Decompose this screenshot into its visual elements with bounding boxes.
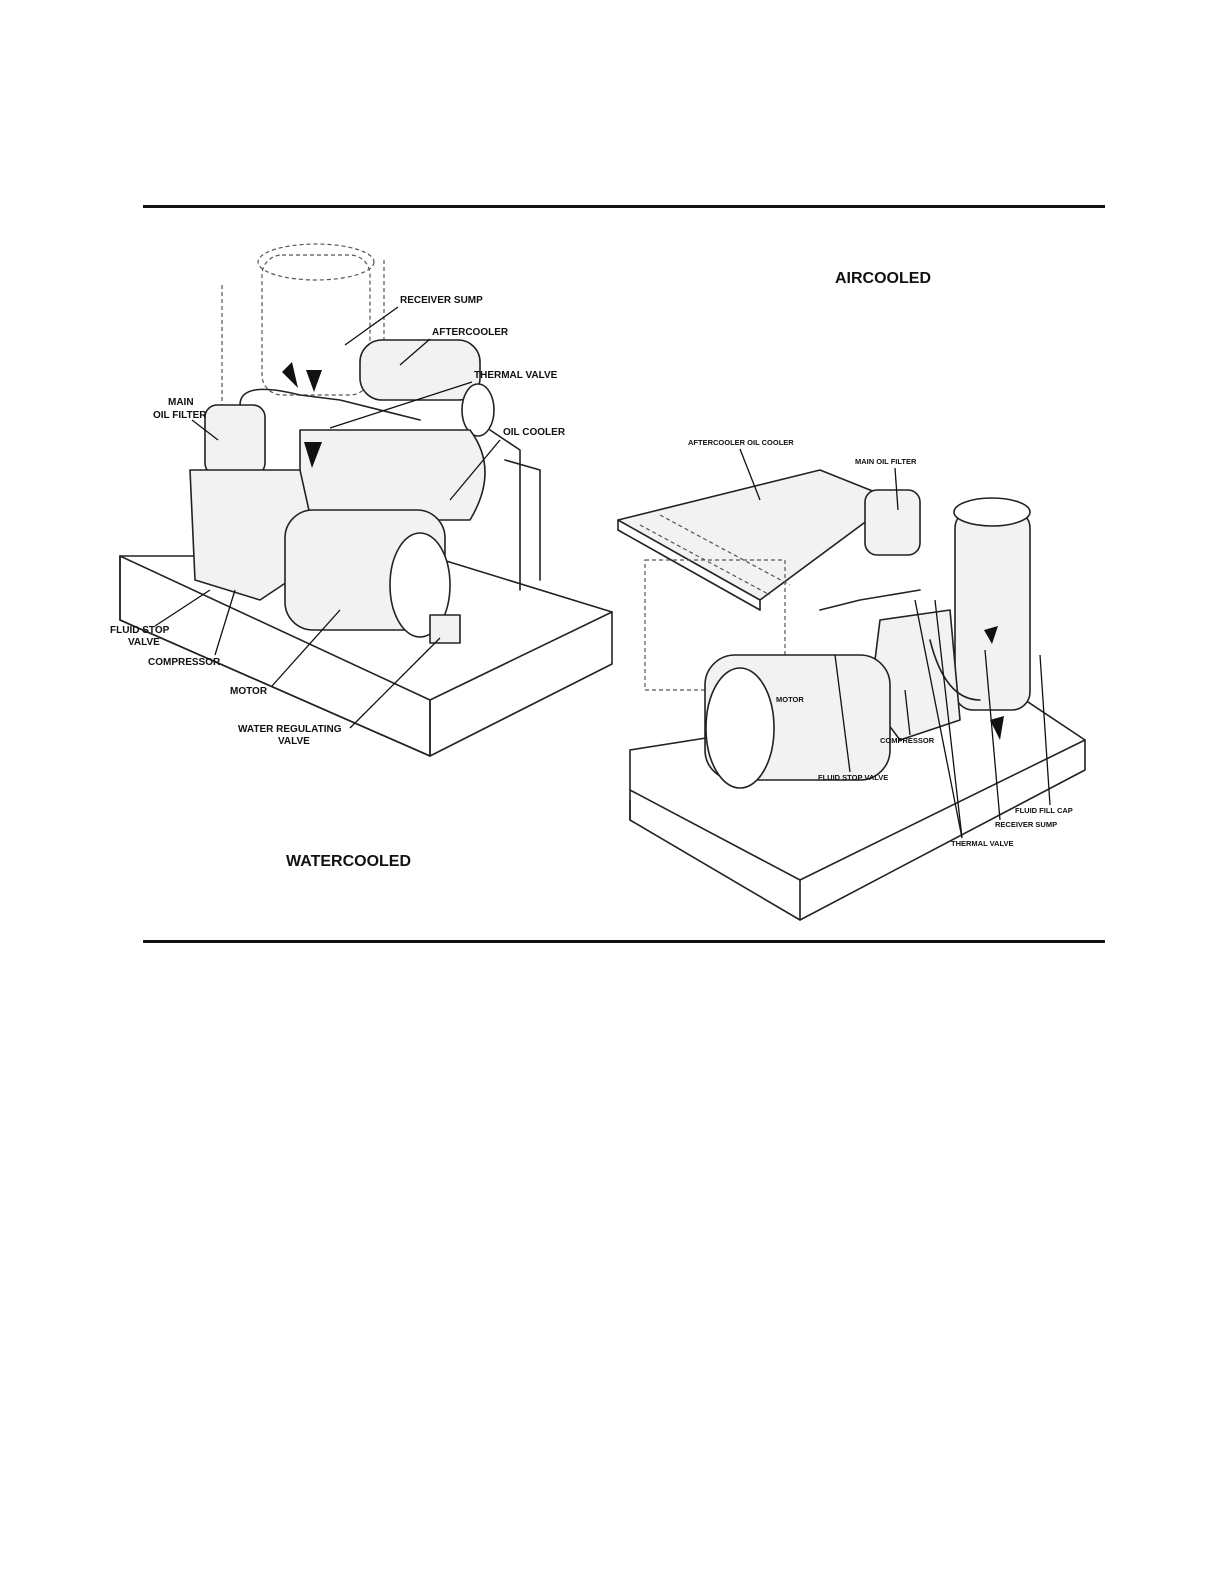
ac-label-fluid-stop-valve: FLUID STOP VALVE — [818, 773, 888, 782]
ac-label-aftercooler-oil-cooler: AFTERCOOLER OIL COOLER — [688, 438, 794, 447]
aircooled-illustration — [618, 470, 1085, 920]
wc-label-main-oil-filter-2: OIL FILTER — [153, 410, 207, 421]
ac-label-receiver-sump: RECEIVER SUMP — [995, 820, 1057, 829]
wc-label-main-oil-filter-1: MAIN — [168, 397, 194, 408]
wc-label-water-regulating-valve-2: VALVE — [278, 736, 310, 747]
ac-label-fluid-fill-cap: FLUID FILL CAP — [1015, 806, 1073, 815]
wc-label-fluid-stop-valve-1: FLUID STOP — [110, 625, 170, 636]
aircooled-title: AIRCOOLED — [835, 270, 931, 287]
wc-label-thermal-valve: THERMAL VALVE — [474, 370, 558, 381]
wc-label-compressor: COMPRESSOR — [148, 657, 221, 668]
wc-label-oil-cooler: OIL COOLER — [503, 427, 566, 438]
ac-label-compressor: COMPRESSOR — [880, 736, 935, 745]
wc-label-aftercooler: AFTERCOOLER — [432, 327, 509, 338]
wc-label-water-regulating-valve-1: WATER REGULATING — [238, 724, 342, 735]
watercooled-title: WATERCOOLED — [286, 853, 411, 870]
wc-label-motor: MOTOR — [230, 686, 268, 697]
ac-label-thermal-valve: THERMAL VALVE — [951, 839, 1014, 848]
wc-label-fluid-stop-valve-2: VALVE — [128, 637, 160, 648]
wc-label-receiver-sump: RECEIVER SUMP — [400, 295, 483, 306]
ac-label-motor: MOTOR — [776, 695, 804, 704]
ac-label-main-oil-filter: MAIN OIL FILTER — [855, 457, 917, 466]
watercooled-illustration — [120, 244, 612, 756]
